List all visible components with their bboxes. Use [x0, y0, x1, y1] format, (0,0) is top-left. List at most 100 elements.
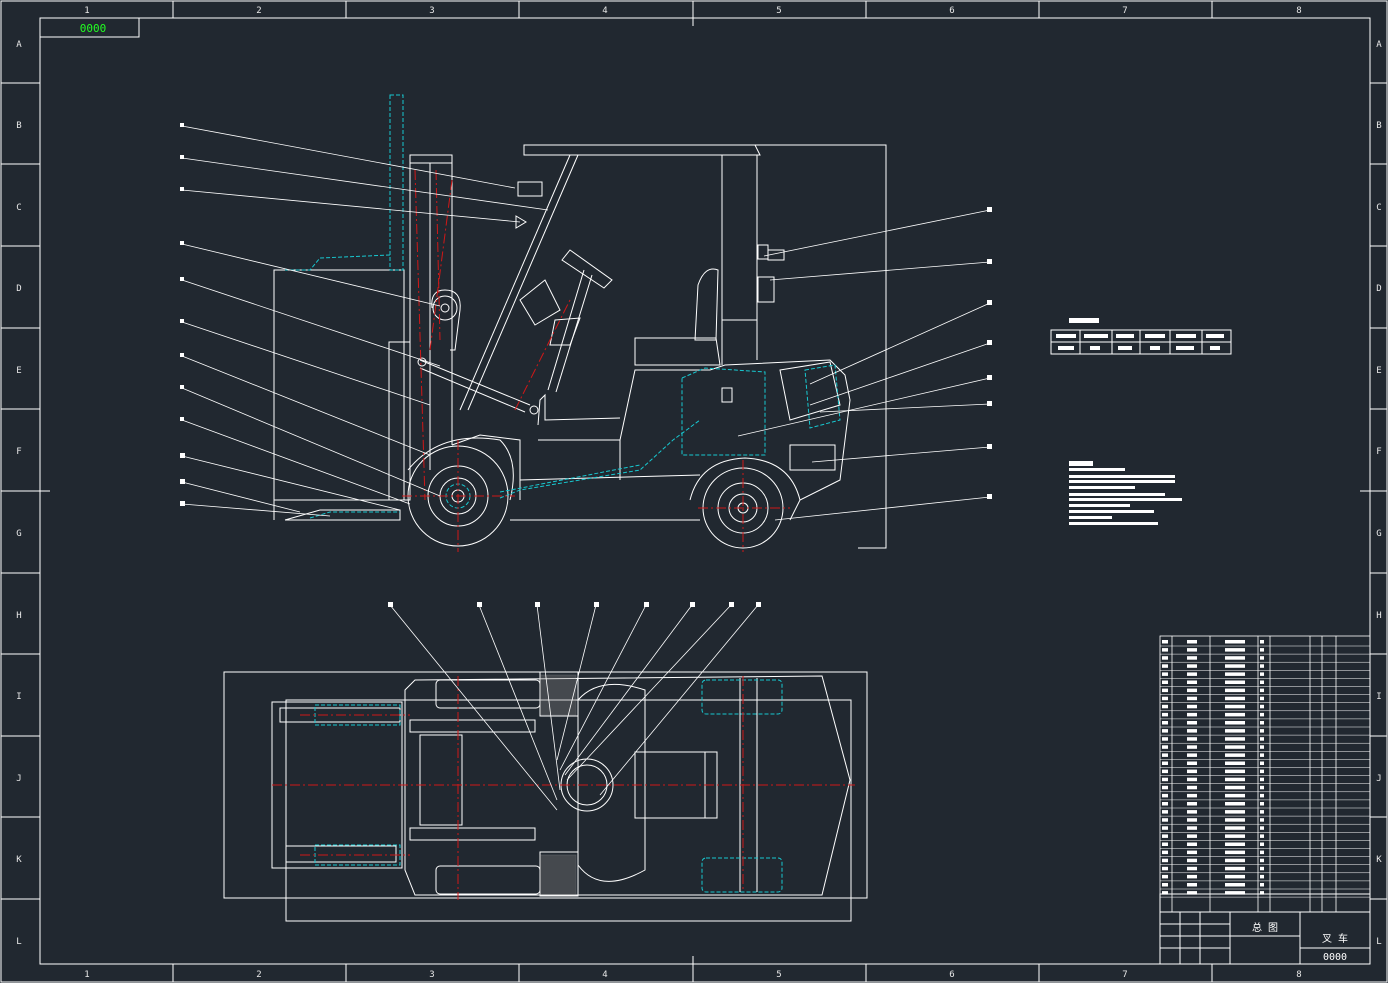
parts-row-cell — [1225, 640, 1245, 644]
parts-row-cell — [1187, 826, 1197, 830]
parts-row-cell — [1260, 810, 1264, 814]
parts-row-cell — [1162, 883, 1168, 887]
parts-row-cell — [1225, 656, 1245, 660]
parts-row-cell — [1187, 769, 1197, 774]
parts-row-cell — [1162, 729, 1168, 733]
parts-row-cell — [1260, 842, 1264, 846]
parts-row-cell — [1187, 883, 1197, 887]
parts-row-cell — [1260, 729, 1264, 733]
parts-row-cell — [1260, 640, 1264, 644]
balloon-tags-side — [180, 123, 992, 506]
parts-row-cell — [1260, 874, 1264, 879]
parts-row-cell — [1162, 745, 1168, 749]
parts-row-cell — [1162, 866, 1168, 871]
parts-row-cell — [1187, 785, 1197, 790]
parts-row-cell — [1260, 769, 1264, 774]
parts-row-cell — [1187, 858, 1197, 863]
row-label-left: G — [16, 529, 21, 539]
parts-row-cell — [1162, 818, 1168, 822]
parts-row-cell — [1187, 810, 1197, 814]
col-label-bottom: 8 — [1296, 970, 1301, 980]
parts-row-cell — [1162, 761, 1168, 765]
parts-row-cell — [1225, 729, 1245, 733]
parts-row-cell — [1260, 802, 1264, 806]
parts-row-cell — [1162, 680, 1168, 684]
parts-row-cell — [1225, 769, 1245, 774]
title-block-sheet-label: 叉 车 — [1322, 932, 1348, 945]
parts-row-cell — [1225, 793, 1245, 798]
parts-row-cell — [1225, 696, 1245, 701]
parts-row-cell — [1162, 672, 1168, 676]
leader-lines-top — [389, 604, 759, 811]
parts-row-cell — [1225, 721, 1245, 725]
parts-row-cell — [1187, 834, 1197, 838]
parts-row-cell — [1162, 834, 1168, 838]
parts-row-cell — [1187, 656, 1197, 660]
parts-row-cell — [1187, 777, 1197, 782]
parts-row-cell — [1225, 672, 1245, 676]
parts-row-cell — [1162, 648, 1168, 652]
parts-row-cell — [1225, 802, 1245, 806]
parts-row-cell — [1187, 640, 1197, 644]
centerlines-top — [272, 676, 855, 900]
parts-row-cell — [1260, 793, 1264, 798]
parts-row-cell — [1162, 721, 1168, 725]
parts-row-cell — [1225, 680, 1245, 684]
row-label-left: A — [16, 40, 22, 50]
parts-row-cell — [1187, 753, 1197, 757]
row-label-right: H — [1376, 611, 1381, 621]
parts-row-cell — [1162, 874, 1168, 879]
parts-row-cell — [1225, 810, 1245, 814]
parts-row-cell — [1225, 866, 1245, 871]
col-label-bottom: 4 — [602, 970, 607, 980]
parts-row-cell — [1162, 688, 1168, 693]
balloon-tags-top — [388, 602, 761, 607]
parts-row-cell — [1187, 688, 1197, 693]
parts-row-cell — [1225, 842, 1245, 846]
parts-row-cell — [1225, 753, 1245, 757]
row-ticks — [1, 82, 1387, 900]
parts-row-cell — [1162, 802, 1168, 806]
parts-row-cell — [1187, 648, 1197, 652]
row-label-right: B — [1376, 121, 1381, 131]
parts-row-cell — [1260, 883, 1264, 887]
row-label-left: K — [16, 855, 22, 865]
parts-row-cell — [1225, 664, 1245, 668]
parts-row-cell — [1162, 777, 1168, 782]
parts-row-cell — [1162, 656, 1168, 660]
parts-row-cell — [1187, 672, 1197, 676]
parts-row-cell — [1187, 712, 1197, 717]
row-label-left: F — [16, 447, 21, 457]
parts-row-cell — [1162, 891, 1168, 895]
parts-row-cell — [1187, 802, 1197, 806]
parts-row-cell — [1260, 777, 1264, 782]
row-label-right: C — [1376, 203, 1381, 213]
leader-lines-side — [181, 125, 991, 521]
parts-row-cell — [1187, 818, 1197, 822]
parts-row-cell — [1260, 818, 1264, 822]
parts-row-cell — [1260, 704, 1264, 709]
parts-row-cell — [1187, 664, 1197, 668]
parts-row-cell — [1162, 640, 1168, 644]
row-label-right: F — [1376, 447, 1381, 457]
parts-row-cell — [1187, 842, 1197, 846]
parts-row-cell — [1162, 696, 1168, 701]
row-label-right: K — [1376, 855, 1382, 865]
row-label-right: A — [1376, 40, 1382, 50]
parts-row-cell — [1225, 826, 1245, 830]
parts-row-cell — [1187, 680, 1197, 684]
col-label-bottom: 1 — [84, 970, 89, 980]
col-label-top: 5 — [776, 6, 781, 16]
parts-row-cell — [1162, 664, 1168, 668]
row-label-left: L — [16, 937, 21, 947]
parts-row-cell — [1162, 704, 1168, 709]
parts-row-cell — [1162, 785, 1168, 790]
parts-row-cell — [1225, 737, 1245, 741]
parts-row-cell — [1187, 761, 1197, 765]
row-labels: A B C D E F G H I J K L A B C D E F G H … — [16, 40, 1382, 947]
parts-row-cell — [1187, 891, 1197, 895]
parts-row-cell — [1162, 712, 1168, 717]
parts-row-cell — [1162, 810, 1168, 814]
parts-row-cell — [1260, 721, 1264, 725]
svg-text:0000: 0000 — [80, 22, 107, 35]
